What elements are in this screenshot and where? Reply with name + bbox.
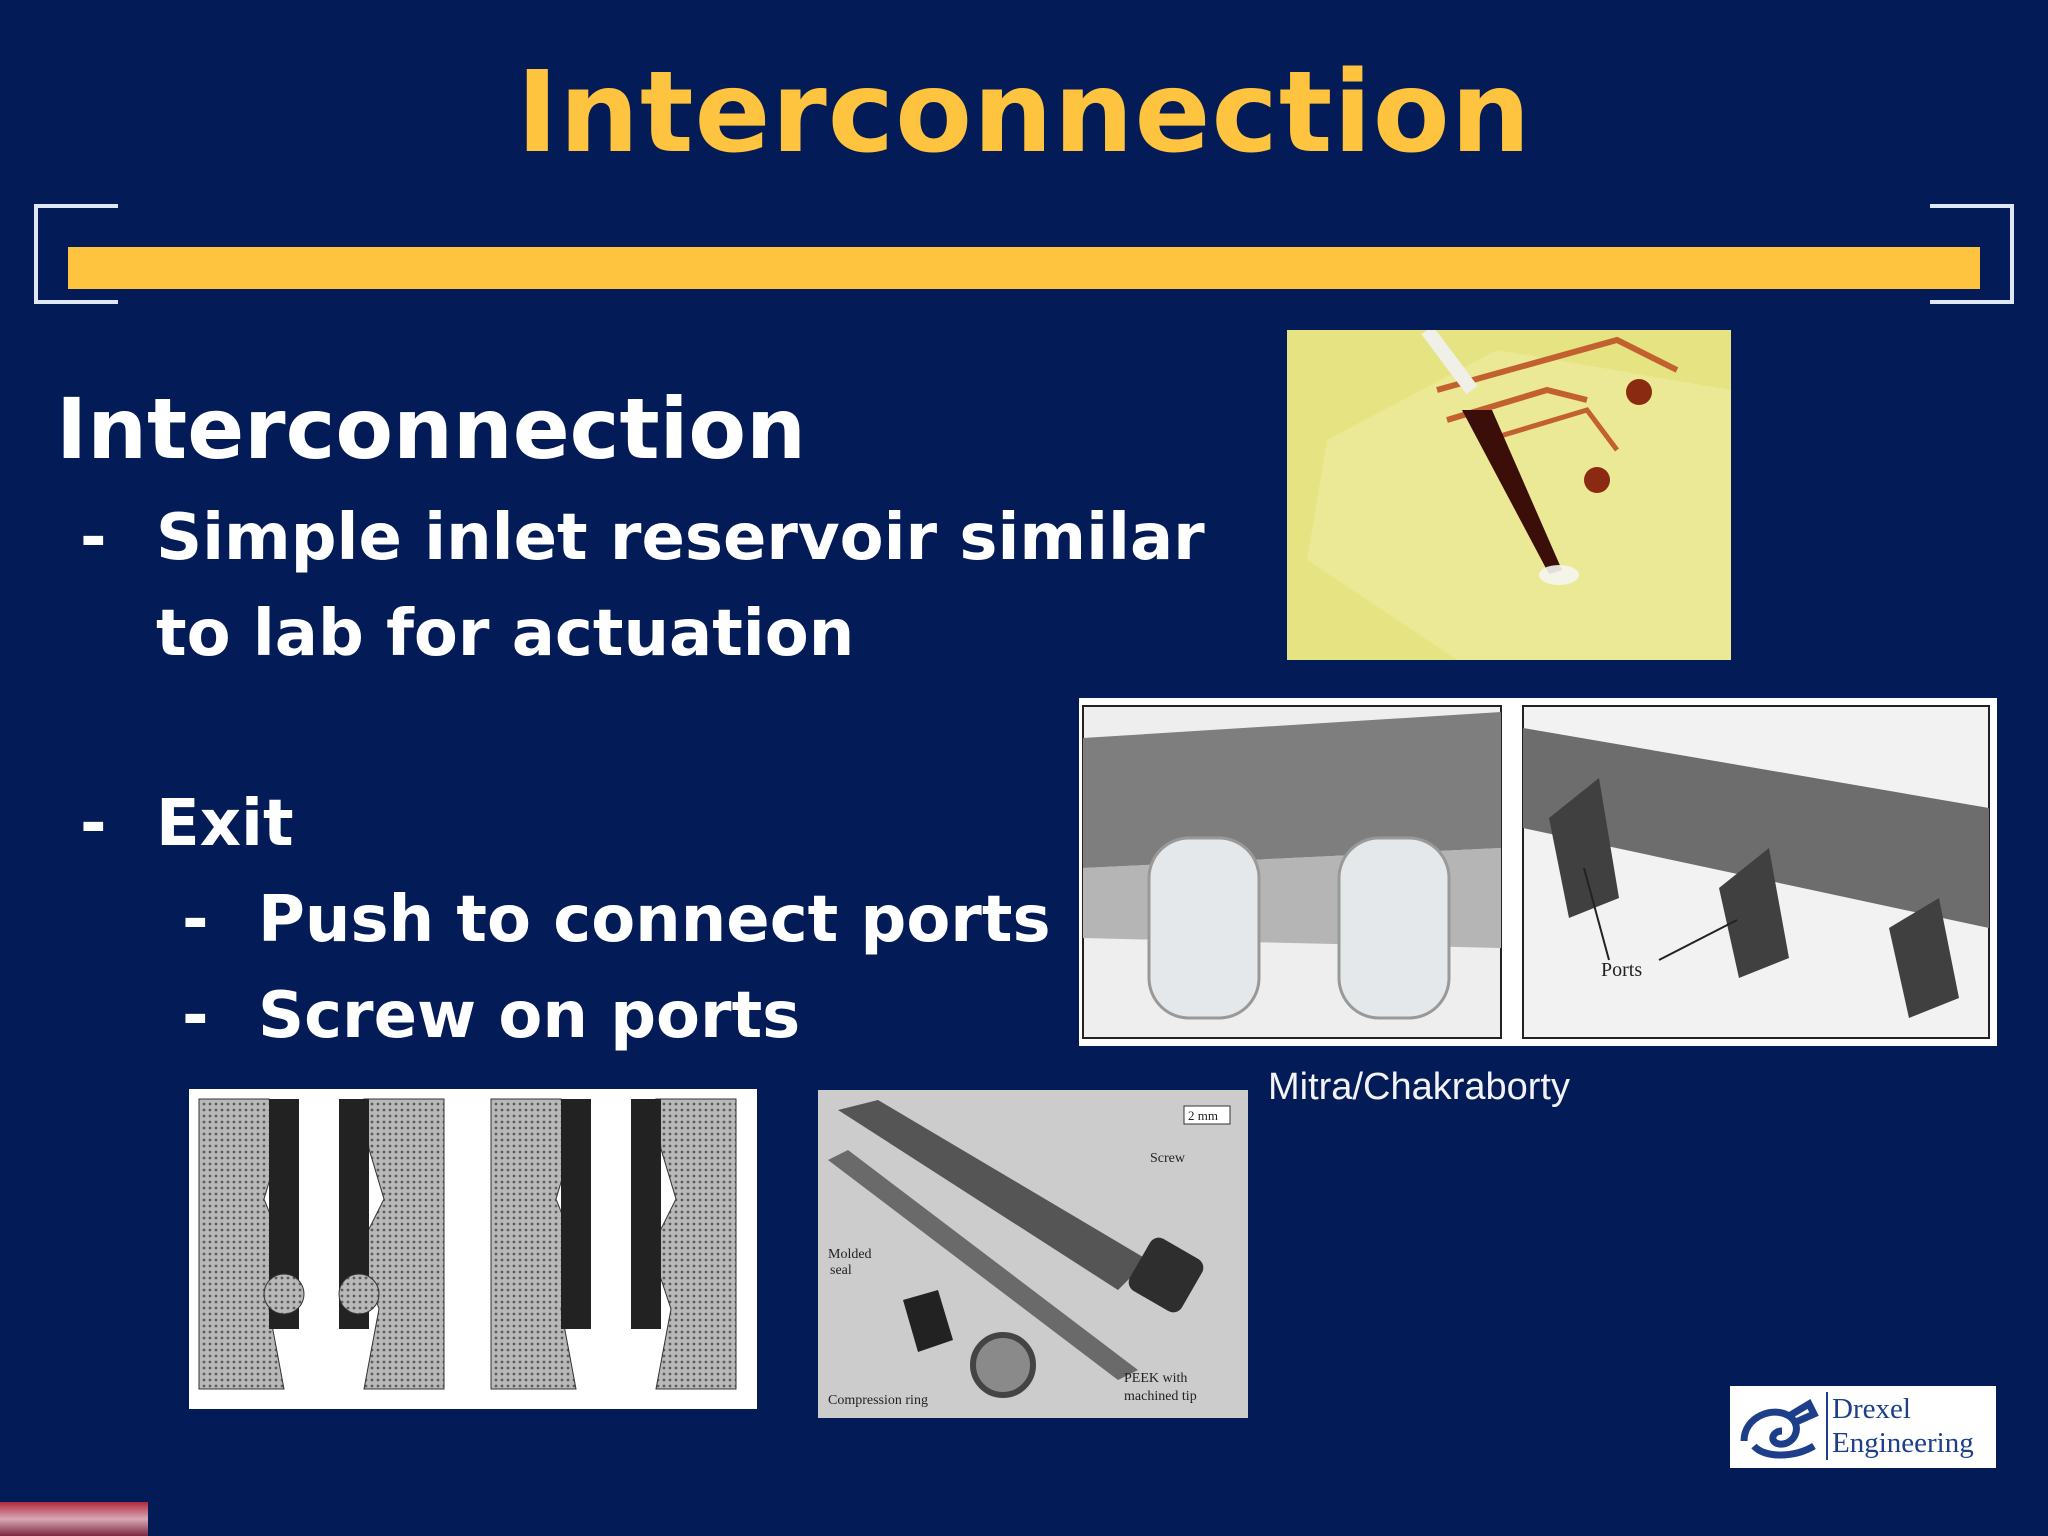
slide-title: Interconnection: [516, 48, 1532, 178]
corner-strip-decoration: [0, 1502, 148, 1536]
bullet-inlet-line2: to lab for actuation: [156, 597, 855, 671]
right-bracket-decoration: [1930, 204, 2014, 304]
logo-line-1: Drexel: [1832, 1393, 1911, 1425]
compression-ring-label: Compression ring: [828, 1393, 928, 1408]
logo-text: Drexel Engineering: [1826, 1392, 1974, 1460]
bullet-dash: -: [182, 979, 209, 1053]
subbullet-push-connect-text: Push to connect ports: [258, 883, 1051, 957]
section-heading: Interconnection: [56, 380, 806, 478]
peek-label-1: PEEK with: [1124, 1371, 1187, 1386]
peek-label-2: machined tip: [1124, 1389, 1197, 1404]
screw-label: Screw: [1150, 1151, 1186, 1166]
title-underline-bar: [68, 247, 1980, 289]
molded-seal-label-2: seal: [830, 1263, 852, 1278]
bullet-dash: -: [80, 787, 107, 861]
dragon-icon: [1740, 1399, 1819, 1459]
push-connect-diagram: [189, 1089, 757, 1409]
scale-label: 2 mm: [1188, 1108, 1218, 1123]
bullet-exit-text: Exit: [156, 787, 294, 861]
image-credit: Mitra/Chakraborty: [1268, 1066, 1570, 1108]
bullet-dash: -: [182, 883, 209, 957]
bullet-dash: -: [80, 501, 107, 575]
left-bracket-decoration: [34, 204, 118, 304]
bullet-inlet-line1: Simple inlet reservoir similar: [156, 501, 1205, 575]
molded-seal-label-1: Molded: [828, 1247, 872, 1262]
subbullet-screw-on-text: Screw on ports: [258, 979, 801, 1053]
screw-port-photo: 2 mm Screw Molded seal Compression ring …: [818, 1090, 1248, 1418]
inlet-reservoir-photo: [1287, 330, 1731, 660]
ports-label: Ports: [1601, 959, 1642, 981]
logo-line-2: Engineering: [1832, 1427, 1974, 1459]
drexel-engineering-logo: Drexel Engineering: [1730, 1386, 1996, 1468]
ports-photo: Ports: [1079, 698, 1997, 1046]
